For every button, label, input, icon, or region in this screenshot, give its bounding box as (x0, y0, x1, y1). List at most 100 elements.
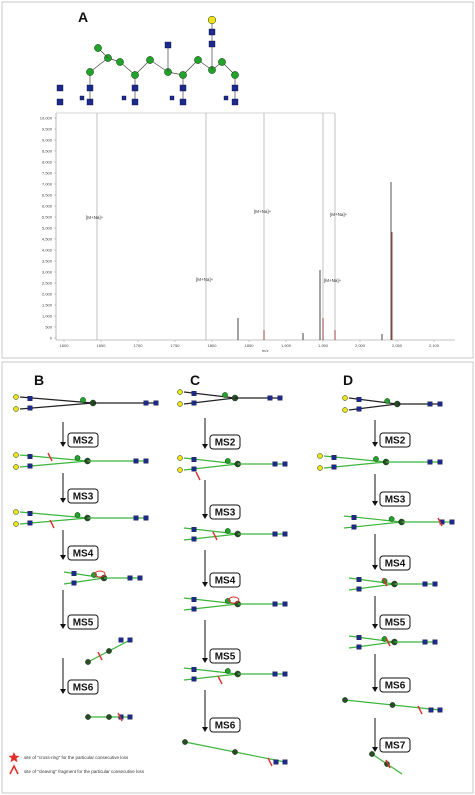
y-tick-label: 6,500 (42, 192, 53, 197)
step-arrow-head (202, 658, 208, 663)
mannose-circle (146, 56, 154, 64)
glycan-structure-top (56, 15, 239, 106)
glcnac-square (231, 84, 239, 92)
cleavage-mark (437, 517, 443, 527)
ms-step-label: MS7 (379, 737, 411, 753)
glcnac-square (71, 571, 77, 576)
peak-labels: [M+Na]+[M+Na]+[M+Na]+[M+Na]+[M+Na]+ (86, 209, 348, 283)
ms-step-label: MS6 (67, 679, 99, 695)
glcnac-square (223, 95, 229, 101)
glcnac-square (437, 707, 443, 713)
y-tick-label: 1,000 (42, 313, 53, 318)
mannose-circle (86, 68, 94, 76)
y-tick-label: 8,000 (42, 159, 53, 164)
glcnac-square (27, 405, 33, 411)
ms-step-label: MS3 (209, 504, 241, 520)
glcnac-square (331, 464, 337, 470)
monosaccharide-circle (224, 598, 231, 604)
ms-step-text: MS4 (73, 549, 94, 560)
x-tick-label: 2,050 (392, 343, 403, 348)
cleavage-mark (267, 757, 273, 767)
glcnac-square (137, 575, 143, 581)
galactose-circle (317, 453, 323, 459)
glcnac-square (143, 400, 149, 406)
ms-step-label: MS2 (67, 432, 99, 448)
ms-step-label: MS2 (379, 432, 411, 448)
glcnac-square (86, 84, 94, 92)
x-tick-label: 1,950 (318, 343, 329, 348)
step-arrow-head (202, 727, 208, 732)
mannose-circle (131, 71, 139, 79)
y-tick-label: 5,500 (42, 214, 53, 219)
ms-step-text: MS4 (215, 576, 236, 587)
ms-step-text: MS5 (385, 618, 406, 629)
glcnac-square (118, 637, 124, 643)
glcnac-square (79, 95, 85, 101)
y-tick-label: 4,500 (42, 236, 53, 241)
y-tick-label: 0 (50, 335, 53, 340)
glcnac-square (437, 459, 443, 465)
monosaccharide-circle (224, 458, 231, 464)
mannose-circle (94, 44, 102, 52)
glcnac-square (169, 95, 175, 101)
glcnac-square (331, 455, 337, 460)
mannose-circle (218, 58, 226, 66)
glcnac-square (437, 401, 443, 407)
step-arrow-head (60, 498, 66, 503)
glcnac-square (191, 400, 197, 406)
x-tick-label: 1850 (245, 343, 255, 348)
monosaccharide-circle (74, 455, 81, 461)
legend-caret-icon (9, 764, 19, 775)
mannose-circle (194, 56, 202, 64)
panel-label-c: C (190, 372, 200, 388)
ms-step-box (379, 614, 411, 630)
x-tick-label: 1700 (134, 343, 144, 348)
ms-step-label: MS3 (67, 488, 99, 504)
ms-step-text: MS5 (215, 652, 236, 663)
galactose-circle (13, 406, 19, 412)
ms-step-box (379, 432, 411, 448)
ms-step-label: MS6 (209, 717, 241, 733)
y-tick-label: 4,000 (42, 247, 53, 252)
ms-step-box (67, 488, 99, 504)
ms-step-label: MS4 (67, 545, 99, 561)
monosaccharide-circle (232, 749, 238, 755)
glcnac-square (351, 515, 357, 520)
cleavage-mark (217, 675, 223, 685)
x-tick-label: 1,900 (281, 343, 292, 348)
cleavage-mark (385, 637, 391, 647)
glcnac-square (449, 519, 455, 525)
ms-step-text: MS5 (73, 618, 94, 629)
glcnac-square (432, 639, 438, 645)
step-arrow-head (60, 555, 66, 560)
y-tick-label: 2,000 (42, 291, 53, 296)
cleavage-mark (212, 531, 218, 541)
y-tick-label: 3,000 (42, 269, 53, 274)
cleavage-mark (195, 471, 201, 481)
glcnac-square (191, 606, 197, 612)
glcnac-square (191, 597, 197, 602)
glcnac-square (191, 667, 197, 672)
glcnac-square (272, 531, 278, 537)
glcnac-square (356, 635, 362, 640)
x-axis-label: m/z (262, 348, 268, 353)
galactose-circle (342, 407, 348, 413)
ms-step-text: MS3 (73, 492, 94, 503)
bond-line (348, 583, 395, 591)
peak-label: [M+Na]+ (86, 215, 104, 220)
step-arrow-head (372, 501, 378, 506)
y-tick-label: 5,000 (42, 225, 53, 230)
ms-step-text: MS4 (385, 559, 406, 570)
panel-bcd-frame (1, 361, 474, 794)
glcnac-square (86, 98, 94, 106)
panel-label-b: B (34, 372, 44, 388)
step-arrow-head (60, 689, 66, 694)
ms-step-text: MS2 (73, 436, 94, 447)
ms-step-text: MS3 (385, 495, 406, 506)
peak-label: [M+Na]+ (330, 212, 348, 217)
ms-step-text: MS2 (385, 436, 406, 447)
mannose-circle (116, 58, 124, 66)
glcnac-square (277, 395, 283, 401)
